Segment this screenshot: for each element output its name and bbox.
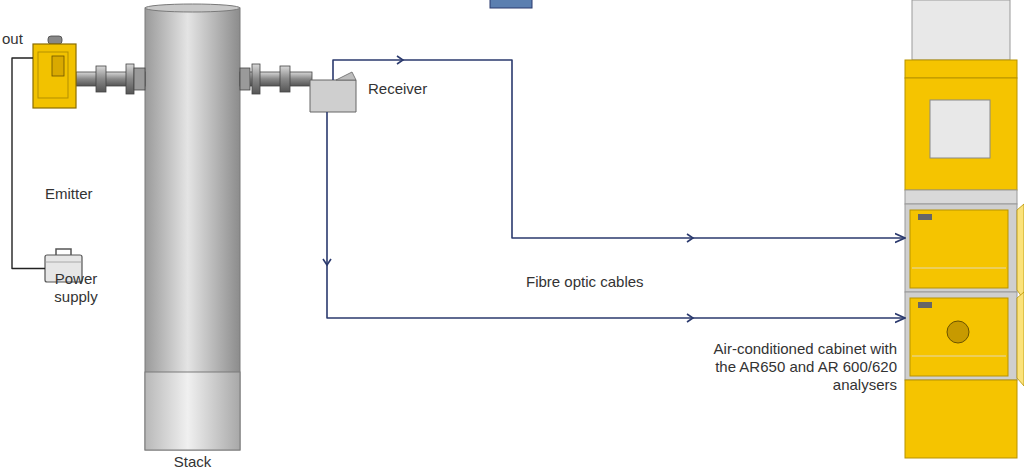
node-label: Receiver: [368, 80, 458, 98]
node-label: Air-conditioned cabinet with the AR650 a…: [697, 340, 897, 394]
power-cable: [12, 58, 45, 269]
cabinet-drawing: [905, 0, 1024, 458]
receiver-box: Receiver: [310, 80, 356, 112]
emitter-flange: [76, 64, 145, 94]
cable-label: Fibre optic cables: [526, 273, 644, 291]
fibre-optic-cable: [327, 112, 905, 318]
node-label: Stack: [145, 453, 240, 471]
node-label: Power supply: [45, 270, 107, 306]
emitter-box: Emitter: [33, 44, 76, 108]
flow-chevrons: [323, 56, 693, 322]
stack: Stack: [145, 8, 240, 450]
emitter-drawing: [33, 36, 76, 108]
power-supply-case: Power supply: [45, 255, 82, 282]
node-label: Emitter: [45, 185, 115, 203]
analyser-cabinet: Air-conditioned cabinet with the AR650 a…: [905, 0, 1017, 458]
fibre-optic-cable: [333, 60, 905, 238]
cut-off-label: out: [2, 30, 23, 48]
stack-drawing: [145, 4, 240, 450]
monitor-icon: [490, 0, 532, 8]
receiver-flange: [240, 64, 312, 94]
